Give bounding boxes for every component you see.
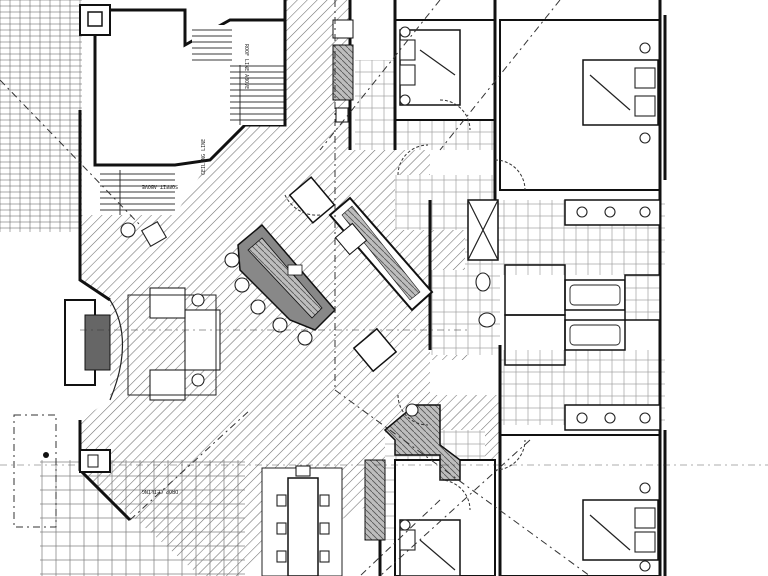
dining-table-set	[261, 465, 343, 576]
reading-chair	[120, 222, 136, 238]
door-swings	[284, 99, 526, 511]
refrigerator	[288, 176, 336, 224]
bed-north-1	[399, 26, 461, 106]
sink-hall	[478, 312, 496, 328]
living-furniture	[120, 220, 221, 401]
reading-ottoman	[140, 220, 168, 248]
shower-north	[624, 274, 661, 321]
toilet-north	[475, 272, 491, 292]
south-counter	[364, 404, 461, 541]
beds	[399, 26, 659, 576]
note-ceiling-3: DROP CEILING	[142, 488, 178, 494]
tub-north	[564, 279, 626, 311]
side-table-top	[191, 293, 205, 307]
coffee-table	[127, 294, 217, 396]
bed-north-2	[582, 42, 659, 144]
pantry	[352, 327, 398, 373]
note-stair: ROOF LINE ABOVE	[243, 44, 249, 89]
sofa	[184, 309, 221, 371]
note-ceiling-1: CEILING LINE	[201, 139, 207, 175]
bed-south-1	[399, 519, 461, 576]
bath-fixtures	[467, 199, 661, 431]
kitchen-back-counter	[288, 176, 434, 373]
plan-annotations: ROOF LINE ABOVE CEILING LINE SOFFIT ABOV…	[142, 44, 249, 494]
armchair-top	[149, 287, 186, 319]
tub-south	[564, 319, 626, 351]
stair	[79, 4, 287, 215]
range	[334, 222, 368, 256]
bed-south-2	[582, 482, 659, 572]
kitchen-island	[224, 223, 337, 346]
dining-table	[287, 477, 319, 576]
fireplace	[64, 299, 123, 401]
exterior-paver-area	[0, 0, 95, 232]
note-ceiling-2: SOFFIT ABOVE	[142, 183, 178, 189]
north-closet-counter	[332, 19, 354, 123]
fixture-symbols	[43, 403, 419, 473]
side-table-bottom	[191, 373, 205, 387]
